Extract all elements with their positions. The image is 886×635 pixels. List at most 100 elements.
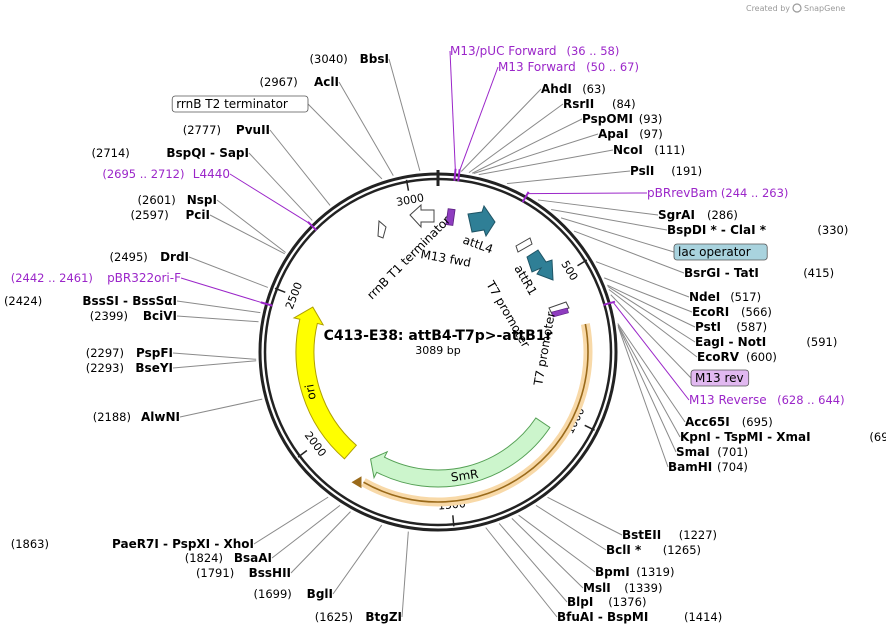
label-drdi[interactable]: DrdI(2495) xyxy=(110,250,189,264)
leader-bcli xyxy=(535,504,607,551)
label-nspi[interactable]: NspI(2601) xyxy=(138,193,217,207)
label-psti[interactable]: PstI(587) xyxy=(695,320,767,334)
label-sgrai[interactable]: SgrAI(286) xyxy=(658,208,738,222)
label-m13reverse[interactable]: M13 Reverse(628 .. 644) xyxy=(689,393,845,407)
tick-label-0: 500 xyxy=(558,258,580,283)
leader-eagi xyxy=(607,285,696,343)
name-psli: PslI xyxy=(630,164,654,178)
label-bspqi[interactable]: BspQI - SapI(2714) xyxy=(92,146,249,160)
label-bfuai[interactable]: BfuAI - BspMI(1414) xyxy=(557,610,722,624)
label-bbsi[interactable]: BbsI(3040) xyxy=(310,52,389,66)
label-kpni[interactable]: KpnI - TspMI - XmaI(699) xyxy=(680,430,886,444)
label-psli[interactable]: PslI (191) xyxy=(630,164,702,178)
label-bsaai[interactable]: BsaAI(1824) xyxy=(185,551,272,565)
pos-m13puc: (36 .. 58) xyxy=(567,44,620,58)
pos-sgrai: (286) xyxy=(707,208,738,222)
label-msli[interactable]: MslI(1339) xyxy=(583,581,662,595)
pos-apai: (97) xyxy=(639,127,663,141)
label-m13fwd[interactable]: M13 Forward(50 .. 67) xyxy=(498,60,639,74)
label-m13puc[interactable]: M13/pUC Forward(36 .. 58) xyxy=(450,44,619,58)
label-btgzi[interactable]: BtgZI(1625) xyxy=(315,610,402,624)
label-pbr322[interactable]: pBR322ori-F(2442 .. 2461) xyxy=(11,271,181,285)
label-pbrrevbam[interactable]: pBRrevBam(244 .. 263) xyxy=(647,186,788,200)
name-bstei: BstEII xyxy=(622,528,661,542)
feature-rrnbt1-arrow[interactable] xyxy=(409,203,435,229)
feature-m13fwd-mark[interactable] xyxy=(445,208,456,226)
pos-bspqi: (2714) xyxy=(92,146,130,160)
name-m13rev: M13 rev xyxy=(695,371,744,385)
label-pspfi[interactable]: PspFI(2297) xyxy=(86,346,173,360)
brand-text: SnapGene xyxy=(804,4,845,13)
label-bstei[interactable]: BstEII(1227) xyxy=(622,528,717,542)
label-pvuii[interactable]: PvuII(2777) xyxy=(183,123,270,137)
label-bseyi[interactable]: BseYI(2293) xyxy=(86,361,173,375)
label-paer7i[interactable]: PaeR7I - PspXI - XhoI(1863) xyxy=(11,537,254,551)
label-l4440[interactable]: L4440(2695 .. 2712) xyxy=(102,167,230,181)
pos-blpi: (1376) xyxy=(608,595,646,609)
label-bamhi[interactable]: BamHI(704) xyxy=(668,460,748,474)
leader-bcivi xyxy=(176,315,259,323)
label-ahdi[interactable]: AhdI(63) xyxy=(541,82,606,96)
feature-t7prom1-arrow xyxy=(515,237,533,253)
label-ecori[interactable]: EcoRI(566) xyxy=(692,305,772,319)
label-smai[interactable]: SmaI(701) xyxy=(676,445,748,459)
pos-bpmi: (1319) xyxy=(636,565,674,579)
label-bpmi[interactable]: BpmI(1319) xyxy=(595,565,674,579)
pos-ecori: (566) xyxy=(741,305,772,319)
label-m13rev[interactable]: M13 rev xyxy=(690,369,750,387)
name-pspomi: PspOMI xyxy=(582,112,633,126)
label-acli[interactable]: AclI(2967) xyxy=(260,75,339,89)
name-btgzi: BtgZI xyxy=(365,610,402,624)
label-pspomi[interactable]: PspOMI(93) xyxy=(582,112,662,126)
leader-bamhi xyxy=(617,326,669,468)
label-bsssi[interactable]: BssSI - BssSαI(2424) xyxy=(4,294,177,308)
feature-rrnbt2-mark xyxy=(377,219,387,239)
feature-attl4-arrow[interactable] xyxy=(467,204,496,238)
leader-alwni xyxy=(179,398,263,418)
pos-psli: (191) xyxy=(671,164,702,178)
leader-acc65i xyxy=(617,323,686,423)
name-paer7i: PaeR7I - PspXI - XhoI xyxy=(112,537,254,551)
label-lacop[interactable]: lac operator xyxy=(673,243,768,261)
label-bgli[interactable]: BglI(1699) xyxy=(254,587,333,601)
label-bcli[interactable]: BclI *(1265) xyxy=(606,543,701,557)
label-bcivi[interactable]: BciVI(2399) xyxy=(90,309,177,323)
feature-attr1-arrow[interactable] xyxy=(526,249,554,281)
label-apai[interactable]: ApaI(97) xyxy=(598,127,663,141)
leader-smai xyxy=(617,325,677,453)
pos-bseyi: (2293) xyxy=(86,361,124,375)
leader-bsaai xyxy=(271,504,341,559)
label-acc65i[interactable]: Acc65I(695) xyxy=(685,415,773,429)
feature-smr-arrow[interactable] xyxy=(369,417,551,488)
leader-pspomi xyxy=(472,118,583,174)
site-mark-pbr322 xyxy=(260,301,273,307)
label-ecorv[interactable]: EcoRV(600) xyxy=(697,350,777,364)
label-blpi[interactable]: BlpI (1376) xyxy=(567,595,646,609)
name-m13fwd: M13 Forward xyxy=(498,60,576,74)
label-eagi[interactable]: EagI - NotI(591) xyxy=(695,335,837,349)
tick-mark-2 xyxy=(452,515,455,527)
site-mark-m13reverse xyxy=(603,300,616,306)
label-bspdi[interactable]: BspDI * - ClaI *(330) xyxy=(667,223,848,237)
feature-smr-label: SmR xyxy=(450,467,479,485)
label-rsrii[interactable]: RsrII(84) xyxy=(563,97,636,111)
leader-pbr322 xyxy=(180,277,263,304)
label-pcii[interactable]: PciI(2597) xyxy=(131,208,210,222)
label-ncoi[interactable]: NcoI(111) xyxy=(613,143,685,157)
leader-drdi xyxy=(188,256,269,288)
feature-ori-arrow[interactable] xyxy=(292,306,358,460)
name-psti: PstI xyxy=(695,320,721,334)
leader-m13rev xyxy=(610,294,692,379)
label-bsshii[interactable]: BssHII(1791) xyxy=(196,566,291,580)
label-bsrgi[interactable]: BsrGI - TatI(415) xyxy=(684,266,834,280)
label-ndei[interactable]: NdeI(517) xyxy=(689,290,761,304)
tick-label-4: 2500 xyxy=(283,280,305,311)
box-rrnbt2 xyxy=(171,95,309,113)
label-rrnbt2[interactable]: rrnB T2 terminator xyxy=(171,95,309,113)
name-blpi: BlpI xyxy=(567,595,593,609)
label-alwni[interactable]: AlwNI(2188) xyxy=(93,410,180,424)
credit-text: Created by xyxy=(746,4,790,13)
pos-bgli: (1699) xyxy=(254,587,292,601)
name-l4440: L4440 xyxy=(193,167,230,181)
